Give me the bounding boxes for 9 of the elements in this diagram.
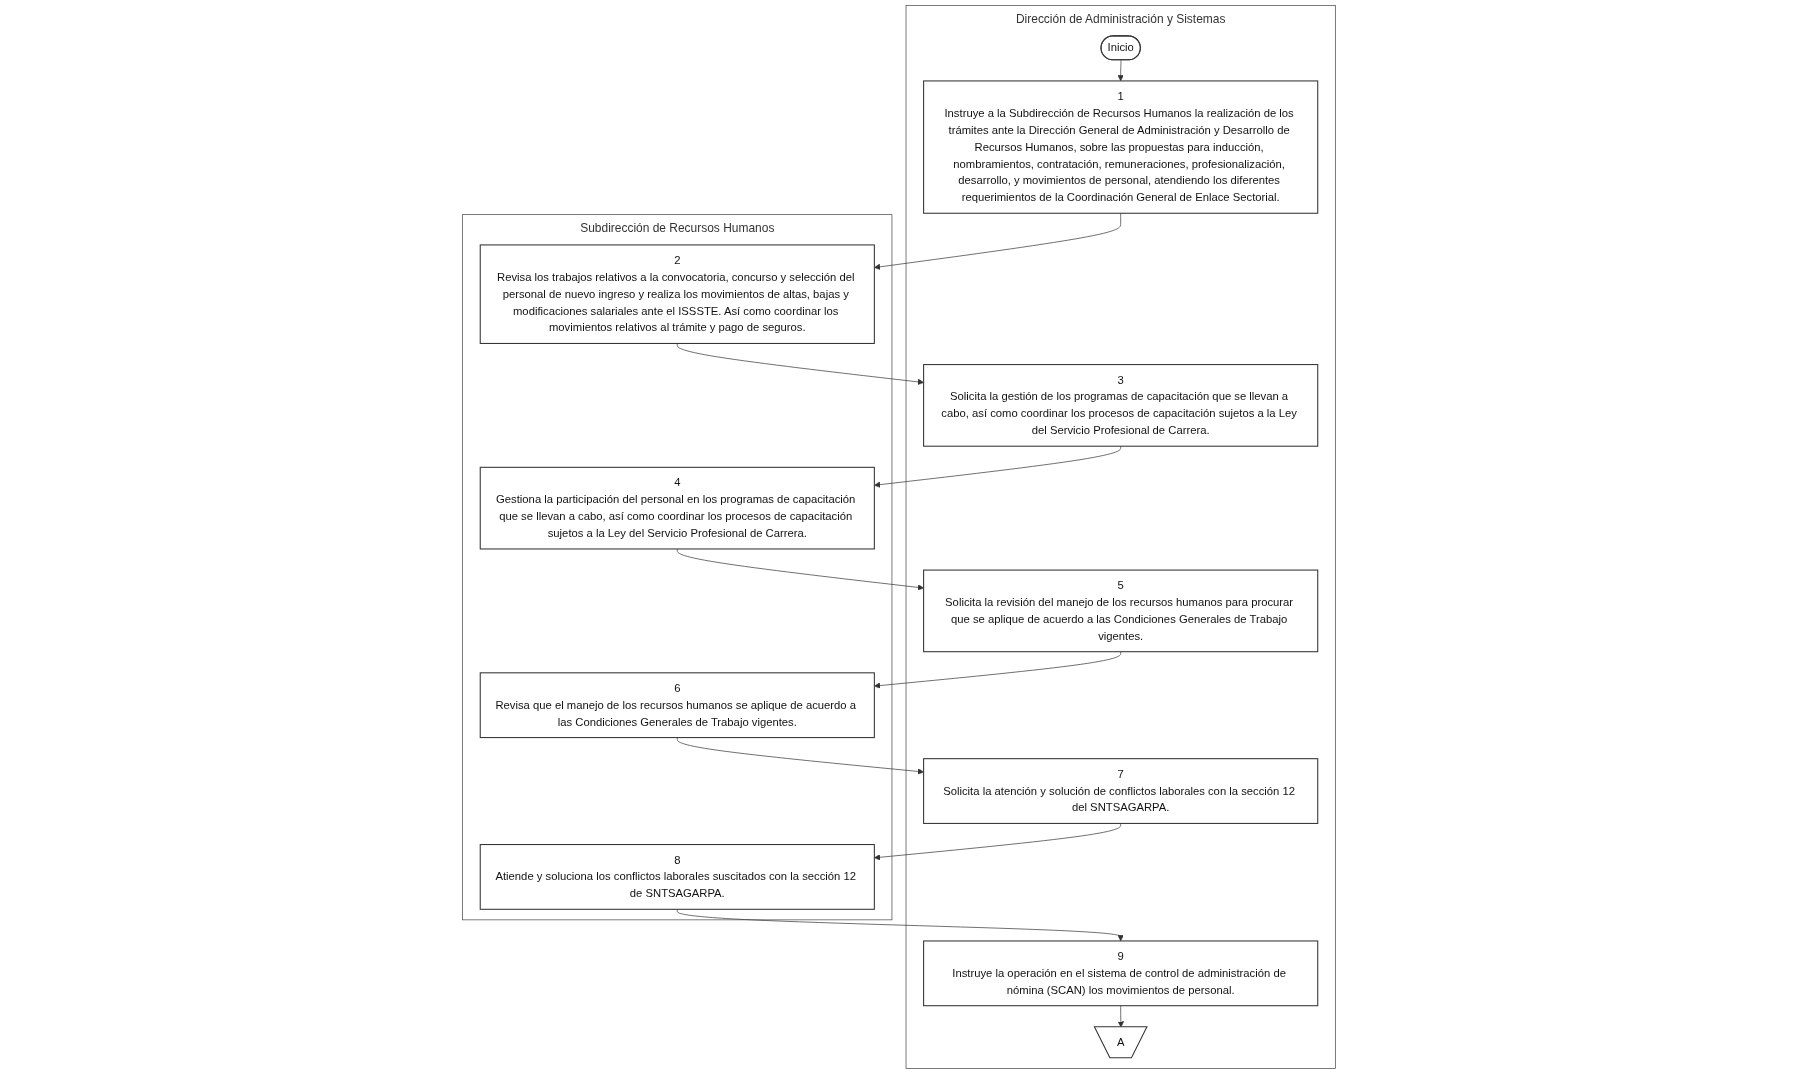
node-box: 6 Revisa que el manejo de los recursos humanos se aplique de acuerdo a las Condiciones Generales de Trabajo vigentes. xyxy=(479,672,875,739)
node-box: 8 Atiende y soluciona los conflictos laborales suscitados con la sección 12 de SNTSAGARPA. xyxy=(479,844,875,910)
node-box: 4 Gestiona la participación del personal en los programas de capacitación que se llevan a cabo, así como coordinar los procesos de capacitación sujetos a la Ley del Servicio Profesional de Carrera. xyxy=(479,466,875,550)
node-box: 3 Solicita la gestión de los programas de capacitación que se llevan a cabo, así como coordinar los procesos de capacitación sujetos a la Ley del Servicio Profesional de Carrera. xyxy=(923,364,1319,447)
node-box: 7 Solicita la atención y solución de conflictos laborales con la sección 12 del SNTSAGARPA. xyxy=(923,758,1319,824)
node-box: 9 Instruye la operación en el sistema de control de administración de nómina (SCAN) los movimientos de personal. xyxy=(923,940,1319,1007)
node-box: 5 Solicita la revisión del manejo de los recursos humanos para procurar que se aplique de acuerdo a las Condiciones Generales de Trabajo vigentes. xyxy=(923,569,1319,653)
node-box: 1 Instruye a la Subdirección de Recursos Humanos la realización de los trámites ante la Dirección General de Administración y Desarrollo de Recursos Humanos, sobre las propuestas para inducción, nombramientos, contratación, remuneraciones, profesionalización, desarrollo, y movimientos de personal, atendiendo los diferentes requerimientos de la Coordinación General de Enlace Sectorial. xyxy=(923,80,1319,214)
node-box: 2 Revisa los trabajos relativos a la convocatoria, concurso y selección del personal de nuevo ingreso y realiza los movimientos de altas, bajas y modificaciones salariales ante el ISSSTE. Así como coordinar los movimientos relativos al trámite y pago de seguros. xyxy=(479,244,875,344)
